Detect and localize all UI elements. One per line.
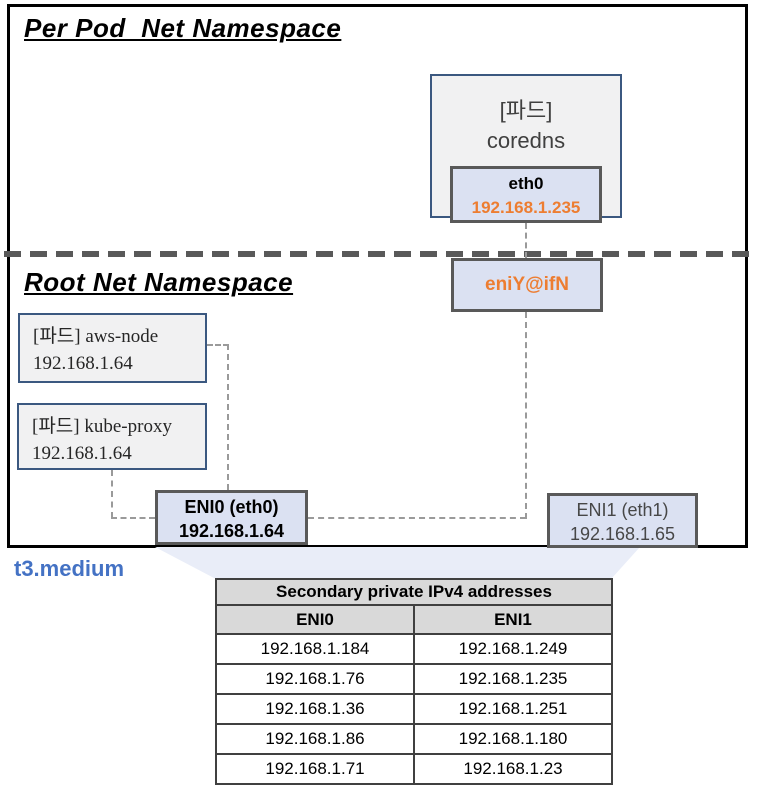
ip-cell: 192.168.1.71 <box>215 753 415 785</box>
table-row: 192.168.1.86 192.168.1.180 <box>215 723 613 755</box>
ip-cell: 192.168.1.251 <box>413 693 613 725</box>
ip-cell: 192.168.1.76 <box>215 663 415 695</box>
table-row: 192.168.1.36 192.168.1.251 <box>215 693 613 725</box>
eth0-label: eth0 <box>508 174 544 193</box>
connector-kubeproxy-to-eni0 <box>111 517 155 519</box>
kube-proxy-pod-ip: 192.168.1.64 <box>32 443 132 464</box>
column-header-eni0: ENI0 <box>215 604 415 635</box>
connector-eniy-down <box>525 312 527 519</box>
aws-node-pod-name: [파드] aws-node <box>33 326 159 347</box>
eni0-ip: 192.168.1.64 <box>178 521 285 541</box>
namespace-divider-dashed-line <box>4 251 757 257</box>
table-row: 192.168.1.71 192.168.1.23 <box>215 753 613 785</box>
eni1-ip: 192.168.1.65 <box>569 524 676 544</box>
root-namespace-title: Root Net Namespace <box>24 267 294 297</box>
ip-cell-highlighted: 192.168.1.235 <box>413 663 613 695</box>
instance-type-label: t3.medium <box>14 556 125 581</box>
funnel-callout-shape <box>155 547 640 578</box>
ip-cell: 192.168.1.36 <box>215 693 415 725</box>
eni0-label: ENI0 (eth0) <box>184 497 279 517</box>
per-pod-namespace-title: Per Pod Net Namespace <box>24 13 342 43</box>
eni1-box: ENI1 (eth1) 192.168.1.65 <box>547 493 698 548</box>
eth0-ip: 192.168.1.235 <box>471 198 581 217</box>
ip-cell: 192.168.1.249 <box>413 633 613 665</box>
kube-proxy-pod-name: [파드] kube-proxy <box>32 416 172 437</box>
kube-proxy-pod-box: [파드] kube-proxy 192.168.1.64 <box>17 403 207 470</box>
ip-cell: 192.168.1.86 <box>215 723 415 755</box>
eni0-box: ENI0 (eth0) 192.168.1.64 <box>155 490 308 545</box>
aws-node-pod-ip: 192.168.1.64 <box>33 353 133 374</box>
aws-node-pod-box: [파드] aws-node 192.168.1.64 <box>18 313 207 383</box>
eni1-label: ENI1 (eth1) <box>576 500 669 520</box>
connector-kubeproxy-down <box>111 470 113 518</box>
coredns-pod-name: coredns <box>486 128 566 153</box>
secondary-ip-table-container: Secondary private IPv4 addresses ENI0 EN… <box>215 578 613 785</box>
table-row: 192.168.1.184 192.168.1.249 <box>215 633 613 665</box>
secondary-ip-table: Secondary private IPv4 addresses ENI0 EN… <box>215 578 613 785</box>
ip-cell: 192.168.1.180 <box>413 723 613 755</box>
connector-awsnode-to-eni0 <box>227 344 229 490</box>
column-header-eni1: ENI1 <box>413 604 613 635</box>
table-title: Secondary private IPv4 addresses <box>215 578 613 606</box>
node-boundary-box <box>7 4 748 548</box>
table-title-row: Secondary private IPv4 addresses <box>215 578 613 606</box>
ip-cell: 192.168.1.23 <box>413 753 613 785</box>
table-header-row: ENI0 ENI1 <box>215 604 613 635</box>
veth-eniy-box: eniY@ifN <box>451 258 603 312</box>
ip-cell: 192.168.1.184 <box>215 633 415 665</box>
coredns-eth0-box: eth0 192.168.1.235 <box>450 166 602 223</box>
connector-eth0-to-eniy <box>525 223 527 258</box>
connector-awsnode-right <box>207 344 229 346</box>
connector-eniy-to-eni0 <box>308 517 526 519</box>
coredns-pod-tag: [파드] <box>499 98 553 123</box>
table-row: 192.168.1.76 192.168.1.235 <box>215 663 613 695</box>
